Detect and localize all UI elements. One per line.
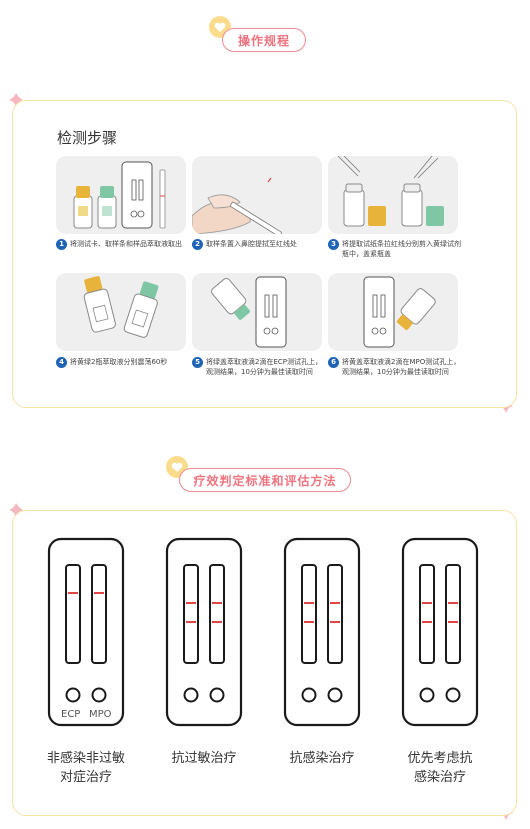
step-2-number-badge: 2 [192, 239, 203, 250]
test-card [401, 537, 479, 727]
step-5-caption: 5 将绿盖萃取液滴2滴在ECP测试孔上，观测结果，10分钟为最佳读取时间 [192, 357, 327, 377]
step-1-number-badge: 1 [56, 239, 67, 250]
mpo-result-window [91, 564, 107, 664]
test-card [283, 537, 361, 727]
petal-decoration-left [9, 503, 23, 517]
ecp-result-window [65, 564, 81, 664]
step-2-text: 取样条置入鼻腔提拭至红线处 [206, 240, 297, 248]
ecp-result-window [183, 564, 199, 664]
step-4-text: 将黄绿2瓶萃取液分别震荡60秒 [70, 358, 168, 366]
result-cards-drawing [47, 537, 479, 727]
step-6-caption: 6 将黄盖萃取液滴2滴在MPO测试孔上，观测结果，10分钟为最佳读取时间 [328, 357, 463, 377]
card-label-2: 抗过敏治疗 [154, 749, 254, 768]
mpo-result-window [445, 564, 461, 664]
detection-heading: 检测步骤 [57, 129, 118, 147]
section-title-operation: 操作规程 [222, 28, 306, 52]
step-6-text: 将黄盖萃取液滴2滴在MPO测试孔上，观测结果，10分钟为最佳读取时间 [342, 358, 461, 376]
step-3-caption: 3 将提取试纸条拉红线分别剪入黄绿试剂瓶中，盖紧瓶盖 [328, 239, 463, 259]
ecp-sample-port [419, 687, 435, 703]
card-label-3: 抗感染治疗 [272, 749, 372, 768]
step-4-illustration [56, 273, 186, 351]
ecp-port-label: ECP [61, 709, 81, 720]
step-1-text: 将测试卡、取样条和样品萃取液取出 [70, 240, 182, 248]
step-6-illustration [328, 273, 458, 351]
step-5-number-badge: 5 [192, 357, 203, 368]
card-label-line: 感染治疗 [413, 770, 466, 785]
heart-icon [171, 462, 183, 472]
card-label-line: 抗过敏治疗 [171, 751, 237, 766]
detection-steps-panel: 检测步骤 1 将测试卡、取样条和样品萃取液取出 [12, 100, 517, 408]
petal-decoration-left [9, 93, 23, 107]
efficacy-criteria-panel: ECP MPO 非感染非过敏对症治疗 抗过敏治疗 抗感染治疗 优先考虑抗感染治疗 [12, 510, 517, 816]
ecp-sample-port [301, 687, 317, 703]
step-3-number-badge: 3 [328, 239, 339, 250]
step-1-caption: 1 将测试卡、取样条和样品萃取液取出 [56, 239, 191, 250]
mpo-result-window [209, 564, 225, 664]
step-4-caption: 4 将黄绿2瓶萃取液分别震荡60秒 [56, 357, 191, 368]
card-label-4: 优先考虑抗感染治疗 [390, 749, 490, 787]
step-3-illustration [328, 156, 458, 234]
ecp-sample-port [65, 687, 81, 703]
step-2-illustration [192, 156, 322, 234]
mpo-port-label: MPO [89, 709, 112, 720]
heart-icon [214, 22, 226, 32]
ecp-result-window [419, 564, 435, 664]
card-label-line: 对症治疗 [59, 770, 112, 785]
step-2-caption: 2 取样条置入鼻腔提拭至红线处 [192, 239, 327, 250]
mpo-sample-port [209, 687, 225, 703]
step-6-number-badge: 6 [328, 357, 339, 368]
ecp-sample-port [183, 687, 199, 703]
step-5-text: 将绿盖萃取液滴2滴在ECP测试孔上，观测结果，10分钟为最佳读取时间 [206, 358, 322, 376]
test-card [165, 537, 243, 727]
mpo-result-window [327, 564, 343, 664]
mpo-sample-port [327, 687, 343, 703]
step-1-illustration [56, 156, 186, 234]
test-card [47, 537, 125, 727]
step-4-number-badge: 4 [56, 357, 67, 368]
step-3-text: 将提取试纸条拉红线分别剪入黄绿试剂瓶中，盖紧瓶盖 [342, 240, 461, 258]
card-label-line: 优先考虑抗 [407, 751, 473, 766]
card-label-1: 非感染非过敏对症治疗 [36, 749, 136, 787]
step-5-illustration [192, 273, 322, 351]
mpo-sample-port [91, 687, 107, 703]
card-label-line: 非感染非过敏 [46, 751, 125, 766]
ecp-result-window [301, 564, 317, 664]
section-title-efficacy: 疗效判定标准和评估方法 [179, 468, 351, 492]
card-label-line: 抗感染治疗 [289, 751, 355, 766]
mpo-sample-port [445, 687, 461, 703]
